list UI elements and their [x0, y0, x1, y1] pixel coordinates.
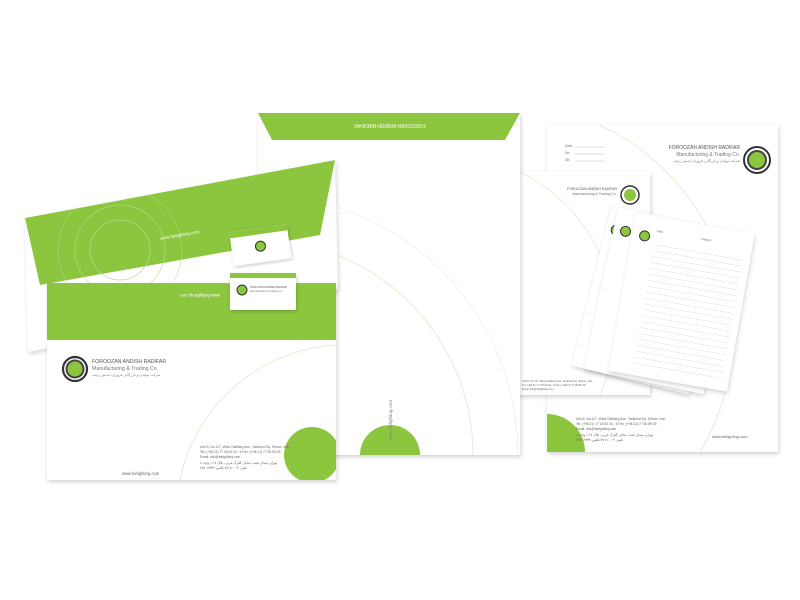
field-att: Att:	[565, 158, 570, 162]
envelope-flap	[258, 113, 520, 140]
svg-text:تلفن: ۷۷۱۸۰۰۰۴ فکس: ۷۷۸۰۸۹۴۹: تلفن: ۷۷۱۸۰۰۰۴ فکس: ۷۷۸۰۸۹۴۹	[576, 438, 623, 442]
green-corner-circle	[284, 427, 336, 480]
notepad-front: Date: Subject:	[608, 213, 755, 392]
svg-text:Unit 8, No.117, West Gallberg: Unit 8, No.117, West Gallberg Ave., Nelb…	[576, 417, 665, 421]
address-block: Unit 8, No.117, West Gallberg Ave., Nelb…	[522, 379, 593, 391]
logo-icon	[61, 355, 89, 383]
company-name: FOROOZAN ANDISH RADIFAR	[92, 359, 166, 365]
field-no: No:	[565, 151, 570, 155]
svg-text:Unit 8, No.117, West Gallberg: Unit 8, No.117, West Gallberg Ave., Nelb…	[522, 379, 593, 383]
website-text: www.farlighting.com	[712, 434, 748, 439]
green-half-circle	[360, 425, 420, 455]
flap-company-name: FOROOZAN ANDISH RADIFAR	[354, 122, 426, 128]
company-name-fa: شرکت تولیدی و بازرگانی فروزان اندیش ردیف	[673, 158, 741, 163]
flap-website: www.farlighting.com	[159, 229, 200, 241]
address-block: Unit 8, No.117, West Gallberg Ave., Nelb…	[576, 417, 665, 442]
svg-text:تهران، میدان نلبند، خیابان گلب: تهران، میدان نلبند، خیابان گلبرگ غربی، پ…	[576, 433, 653, 437]
envelope-flap	[25, 160, 335, 285]
svg-text:Unit 8, No.117, West Gallberg: Unit 8, No.117, West Gallberg Ave., Nelb…	[200, 445, 289, 449]
notepad-field-date: Date:	[656, 229, 664, 234]
flap-website: www.farlighting.com	[180, 293, 220, 298]
company-subtitle: Manufacturing & Trading Co.	[92, 366, 158, 372]
envelope-website: www.farlighting.com	[388, 400, 393, 440]
company-subtitle: Manufacturing & Trading Co.	[676, 152, 740, 158]
envelope-front: www.farlighting.com FOROOZAN ANDISH RADI…	[47, 283, 336, 480]
field-date: Date:	[565, 144, 573, 148]
logo-icon	[743, 146, 771, 174]
svg-text:Email: info@farlighting.com: Email: info@farlighting.com	[200, 455, 240, 459]
card-company-name: FOROOZAN ANDISH RADIFAR	[250, 285, 287, 289]
svg-text:تلفن: ۷۷۱۸۰۰۰۴ فکس: ۷۷۸۰۸۹۴۹: تلفن: ۷۷۱۸۰۰۰۴ فکس: ۷۷۸۰۸۹۴۹	[200, 466, 247, 470]
green-corner-circle	[547, 414, 585, 452]
business-card-back	[229, 224, 292, 267]
company-subtitle: Manufacturing & Trading Co.	[572, 192, 617, 196]
address-block: Unit 8, No.117, West Gallberg Ave., Nelb…	[200, 445, 289, 470]
company-name: FOROOZAN ANDISH RADIFAR	[669, 145, 741, 151]
svg-text:تهران، میدان نلبند، خیابان گلب: تهران، میدان نلبند، خیابان گلبرگ غربی، پ…	[200, 461, 277, 465]
business-card-front: FOROOZAN ANDISH RADIFAR Manufacturing & …	[230, 273, 296, 310]
company-name-fa: شرکت تولیدی و بازرگانی فروزان اندیش ردیف	[92, 372, 161, 377]
svg-text:Email: info@farlighting.com: Email: info@farlighting.com	[522, 387, 554, 391]
card-company-subtitle: Manufacturing & Trading Co.	[250, 289, 283, 293]
website-text: www.farlighting.com	[122, 471, 160, 476]
svg-text:Tel: (+98 21) 77 18 00 04 - 5: Tel: (+98 21) 77 18 00 04 - 5 Fax: (+98 …	[200, 450, 281, 454]
company-name: FOROOZAN ANDISH RADIFAR	[567, 187, 617, 191]
notepad-field-subject: Subject:	[701, 237, 713, 243]
svg-text:Email: info@farlighting.com: Email: info@farlighting.com	[576, 427, 616, 431]
svg-text:Tel: (+98 21) 77 18 00 04 - 5: Tel: (+98 21) 77 18 00 04 - 5 Fax: (+98 …	[522, 383, 586, 387]
svg-text:Tel: (+98 21) 77 18 00 04 - 5: Tel: (+98 21) 77 18 00 04 - 5 Fax: (+98 …	[576, 422, 657, 426]
